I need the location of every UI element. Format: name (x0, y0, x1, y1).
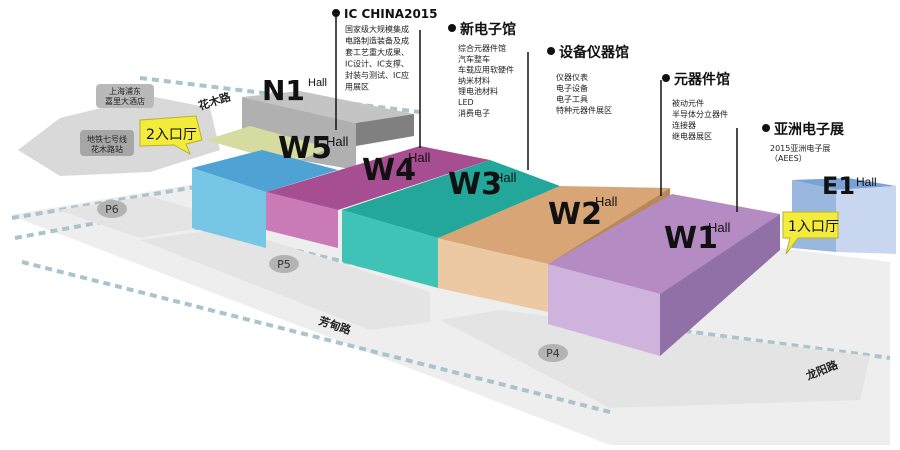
components-detail-line: 继电器展区 (672, 131, 712, 141)
new-electronics-detail-line: LED (458, 98, 474, 107)
equipment-title: 设备仪器馆 (559, 44, 629, 61)
equipment-detail-line: 电子工具 (556, 94, 588, 104)
bullet-components (662, 74, 670, 82)
road-boundary (21, 260, 611, 414)
bullet-asia (762, 124, 770, 132)
parking-p6: P6 (97, 200, 127, 218)
hall-w1[interactable] (548, 194, 780, 356)
road-boundary (11, 180, 226, 220)
metro-text: 地铁七号线 (87, 134, 127, 144)
hall-w1-sub: Hall (708, 220, 731, 235)
entrance-2-label: 2入口厅 (146, 127, 197, 143)
ic-china-detail-line: IC设计、IC支撑、 (345, 59, 409, 69)
equipment-detail-line: 特种元器件展区 (556, 105, 612, 115)
hall-n1-sub: Hall (308, 77, 327, 89)
hotel-text: 上海浦东 (109, 86, 141, 96)
entrance-2[interactable]: 2入口厅 (139, 115, 203, 156)
hall-w4-name: W4 (362, 153, 416, 188)
parking-p5: P5 (269, 255, 299, 273)
parking-p4-label: P4 (546, 347, 560, 360)
hall-w4-sub: Hall (408, 150, 431, 165)
new-electronics-detail-line: 汽车整车 (458, 54, 490, 64)
hall-w5-name: W5 (278, 131, 332, 166)
hall-e1-sub: Hall (856, 175, 877, 189)
hotel-line2: 嘉里大酒店 (105, 96, 145, 106)
hall-w3-name: W3 (448, 167, 502, 202)
parking-p5-label: P5 (277, 258, 291, 271)
entrance-1-label: 1入口厅 (788, 219, 839, 235)
hall-w5-sub: Hall (326, 134, 349, 149)
hotel-line1: 上海浦东 (109, 86, 141, 96)
hall-e1-name: E1 (822, 172, 855, 200)
hall-w1-name: W1 (664, 221, 718, 256)
bullet-ic-china (332, 9, 340, 17)
parking-lot-p5 (140, 228, 430, 330)
hall-n1-name: N1 (262, 74, 305, 107)
equipment-detail-line: 电子设备 (556, 83, 588, 93)
landmark-metro: 地铁七号线 花木路站 (80, 130, 134, 156)
ic-china-detail-line: 封装与测试、IC应 (345, 70, 409, 80)
road-huamu: 花木路 (197, 89, 234, 113)
ic-china-title: IC CHINA2015 (344, 7, 438, 21)
parking-p6-label: P6 (105, 203, 119, 216)
hall-w4[interactable] (266, 146, 490, 248)
hall-w5[interactable] (192, 126, 338, 248)
bullet-equipment (547, 47, 555, 55)
ic-china-detail-line: 用展区 (345, 83, 369, 92)
components-detail-line: 连接器 (672, 120, 696, 130)
hall-w2-sub: Hall (595, 194, 618, 209)
asia-details: 2015亚洲电子展（AEES） (770, 143, 830, 163)
parking-lot-p4 (440, 310, 870, 408)
new-electronics-detail-line: 纳米材料 (458, 75, 490, 85)
components-detail-line: 被动元件 (672, 98, 704, 108)
new-electronics-detail-line: 消费电子 (458, 108, 490, 118)
ic-china-detail-line: 电路制造装备及成 (345, 36, 409, 46)
components-title: 元器件馆 (674, 71, 730, 88)
landmark-hotel: 上海浦东 嘉里大酒店 (96, 84, 154, 108)
metro-text: 花木路站 (91, 144, 123, 154)
asia-detail-line: 2015亚洲电子展 (770, 143, 830, 153)
new-electronics-title: 新电子馆 (460, 21, 516, 38)
equipment-detail-line: 仪器仪表 (556, 72, 588, 82)
new-electronics-detail-line: 车载应用软硬件 (458, 65, 514, 75)
bullet-new-electronics (448, 24, 456, 32)
entrance-1[interactable]: 1入口厅 (782, 211, 839, 255)
metro-line1: 地铁七号线 (87, 134, 127, 144)
new-electronics-detail-line: 锂电池材料 (458, 86, 498, 96)
metro-line2: 花木路站 (91, 144, 123, 154)
asia-title: 亚洲电子展 (774, 121, 844, 138)
components-detail-line: 半导体分立器件 (672, 109, 728, 119)
ic-china-detail-line: 国家级大规模集成 (345, 24, 409, 34)
hall-w2-name: W2 (548, 197, 602, 232)
parking-p4: P4 (538, 344, 568, 362)
hall-w3-sub: Hall (494, 170, 517, 185)
asia-detail-line: （AEES） (770, 154, 807, 163)
hotel-text: 嘉里大酒店 (105, 96, 145, 106)
ic-china-detail-line: 套工艺重大成果、 (345, 47, 409, 57)
new-electronics-detail-line: 综合元器件馆 (458, 43, 506, 53)
